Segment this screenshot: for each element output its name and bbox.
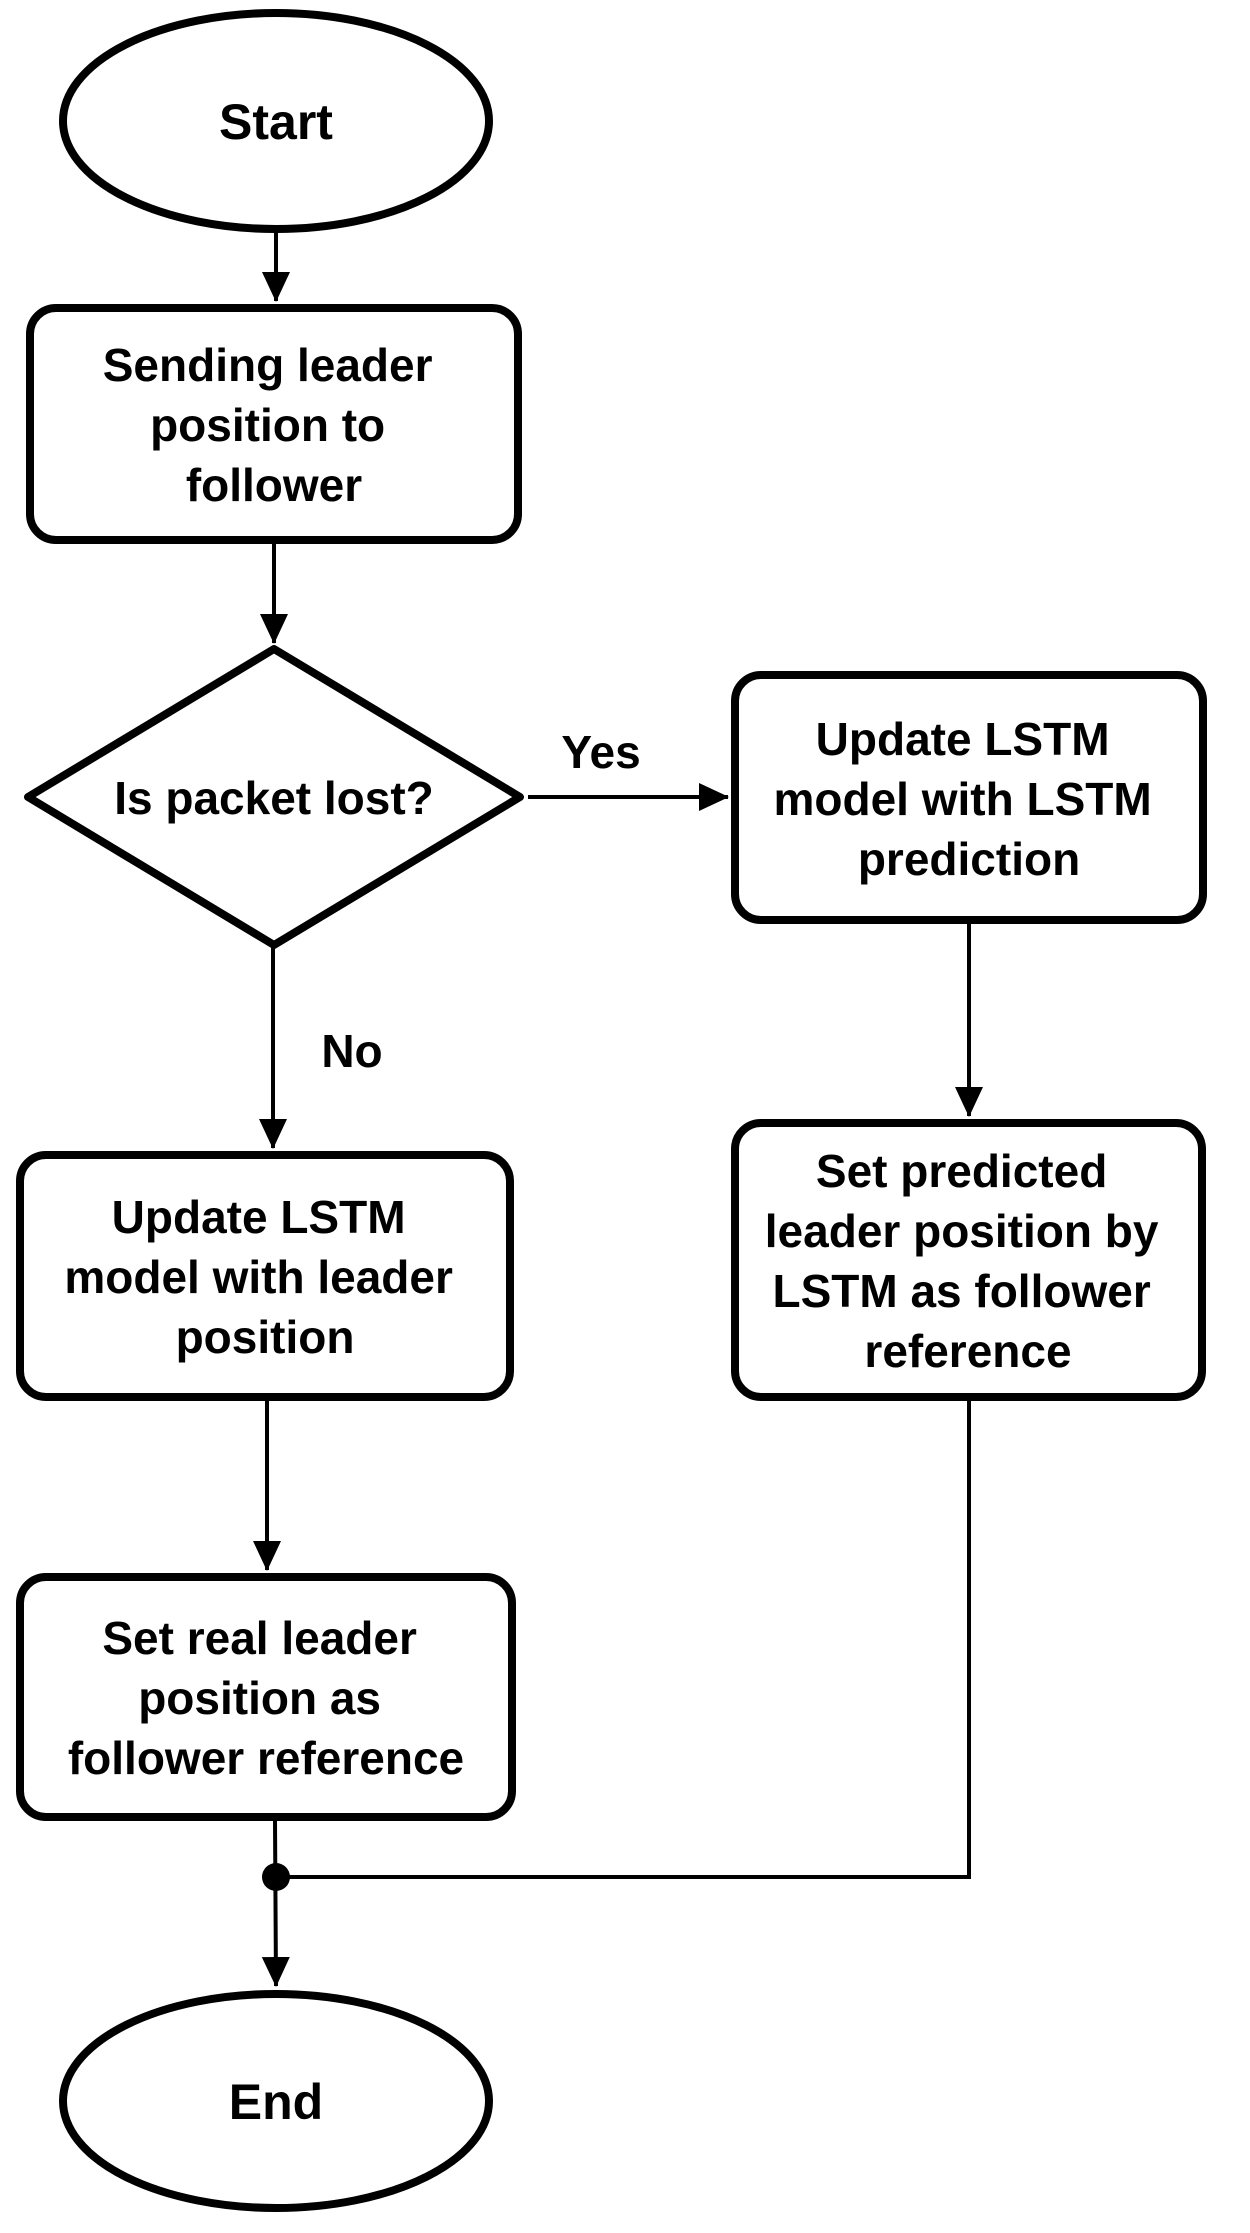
start-label: Start — [219, 94, 333, 150]
update-leader-position-box — [16, 1151, 514, 1401]
send-position-line-3: follower — [186, 459, 362, 511]
junction-dot — [262, 1863, 290, 1891]
set-real-position-line-3: follower reference — [68, 1732, 464, 1784]
node-set-predicted-position: Set predicted leader position by LSTM as… — [731, 1119, 1206, 1401]
send-position-line-2: position to — [150, 399, 385, 451]
yes-label: Yes — [561, 726, 640, 778]
update-leader-position-line-1: Update LSTM — [112, 1191, 406, 1243]
set-real-position-line-2: position as — [138, 1672, 381, 1724]
node-set-real-position: Set real leader position as follower ref… — [16, 1573, 516, 1821]
node-start: Start — [59, 9, 493, 233]
edges: Yes No — [253, 229, 983, 1987]
node-update-leader-position: Update LSTM model with leader position — [16, 1151, 514, 1401]
update-leader-position-line-3: position — [176, 1311, 355, 1363]
update-leader-position-line-2: model with leader — [64, 1251, 453, 1303]
no-label: No — [321, 1025, 382, 1077]
set-real-position-label: Set real leader position as follower ref… — [68, 1612, 464, 1784]
set-predicted-position-line-2: leader position by — [765, 1205, 1159, 1257]
update-lstm-prediction-line-3: prediction — [858, 833, 1080, 885]
update-lstm-prediction-label: Update LSTM model with LSTM prediction — [774, 713, 1165, 885]
node-packet-lost: Is packet lost? — [24, 645, 524, 949]
set-predicted-position-line-1: Set predicted — [816, 1145, 1107, 1197]
end-label: End — [229, 2074, 323, 2130]
node-update-lstm-prediction: Update LSTM model with LSTM prediction — [731, 671, 1207, 924]
update-lstm-prediction-line-2: model with LSTM — [774, 773, 1152, 825]
update-lstm-prediction-box — [731, 671, 1207, 924]
packet-lost-label: Is packet lost? — [114, 772, 434, 824]
set-predicted-position-label: Set predicted leader position by LSTM as… — [765, 1145, 1171, 1377]
send-position-line-1: Sending leader — [103, 339, 433, 391]
set-real-position-box — [16, 1573, 516, 1821]
update-lstm-prediction-line-1: Update LSTM — [816, 713, 1110, 765]
set-predicted-position-line-3: LSTM as follower — [772, 1265, 1150, 1317]
node-send-position: Sending leader position to follower — [26, 304, 522, 544]
end-ellipse — [59, 1990, 493, 2212]
edge-set-real-to-end — [261, 1820, 290, 1987]
set-predicted-position-box — [731, 1119, 1206, 1401]
send-position-label: Sending leader position to follower — [103, 339, 446, 511]
node-end: End — [59, 1990, 493, 2212]
edge-set-pred-to-junction — [288, 1401, 971, 1879]
update-leader-position-label: Update LSTM model with leader position — [64, 1191, 465, 1363]
start-ellipse — [59, 9, 493, 233]
send-position-box — [26, 304, 522, 544]
packet-lost-diamond — [24, 645, 524, 949]
set-real-position-line-1: Set real leader — [102, 1612, 417, 1664]
set-predicted-position-line-4: reference — [864, 1325, 1071, 1377]
